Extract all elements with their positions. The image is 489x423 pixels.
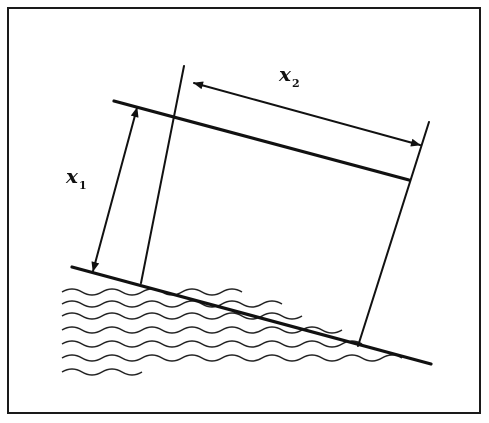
- wave-line-7: [61, 368, 143, 376]
- x2-dimension-arrow: [193, 81, 421, 147]
- block-top-edge: [112, 99, 411, 182]
- wave-line-2: [61, 300, 283, 308]
- x2-label: x 2: [278, 62, 300, 90]
- wave-line-3: [61, 312, 303, 320]
- block-right-edge: [357, 121, 430, 347]
- x1-dimension-arrow: [91, 107, 139, 272]
- svg-text:2: 2: [292, 77, 300, 90]
- figure-border: [7, 7, 481, 414]
- wave-line-6: [61, 354, 403, 362]
- wave-line-4: [61, 326, 343, 334]
- block-left-edge: [140, 65, 185, 284]
- svg-text:1: 1: [79, 179, 87, 192]
- inclined-surface-line: [70, 265, 433, 366]
- svg-text:x: x: [278, 62, 292, 86]
- x1-label: x 1: [65, 164, 87, 192]
- water-waves: [61, 288, 403, 376]
- svg-text:x: x: [65, 164, 79, 188]
- wave-line-5: [61, 340, 363, 348]
